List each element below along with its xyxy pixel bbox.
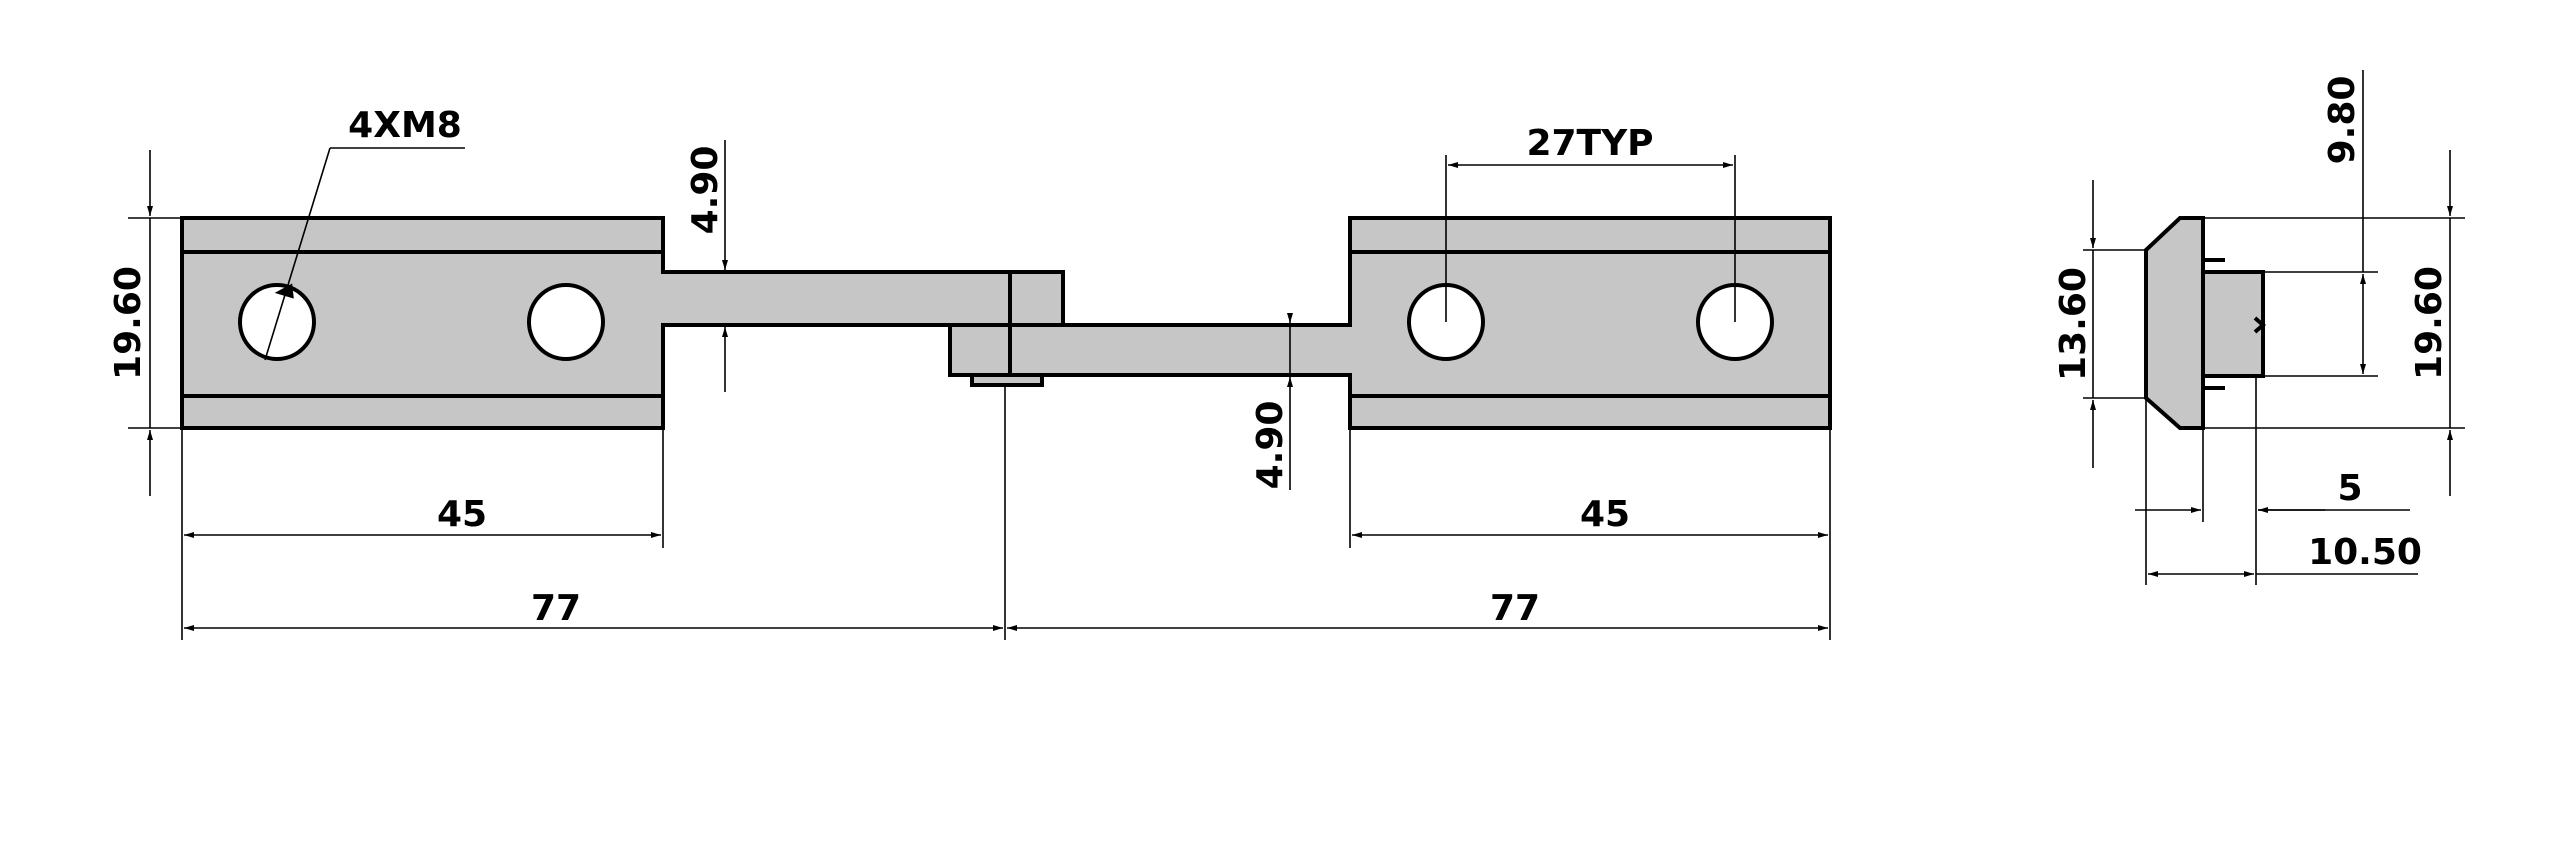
dim-right-hole-span: 45 — [1349, 428, 1831, 640]
fastener — [970, 373, 1044, 387]
dim-side-depth: 10.50 — [2145, 398, 2422, 585]
dim-hole-pitch: 27TYP — [1445, 123, 1736, 322]
dim-side-step-label: 5 — [2337, 468, 2362, 509]
right-bar — [948, 216, 1832, 430]
dim-side-inner-height: 13.60 — [2053, 180, 2146, 468]
callout-thread: 4XM8 — [264, 105, 465, 361]
dim-left-hole-span-label: 45 — [437, 494, 487, 535]
dim-left-height: 19.60 — [108, 150, 182, 496]
dim-side-inner-height-label: 13.60 — [2053, 267, 2094, 381]
left-bar-hole-2 — [527, 283, 605, 361]
dim-right-tab: 4.90 — [1250, 313, 1350, 490]
dim-right-total: 77 — [1007, 588, 1828, 631]
dim-left-tab: 4.90 — [663, 140, 740, 392]
dim-right-total-label: 77 — [1490, 588, 1540, 629]
dim-left-hole-span: 45 — [181, 428, 664, 640]
dim-right-hole-span-label: 45 — [1580, 494, 1630, 535]
dim-side-height: 19.60 — [2203, 150, 2465, 496]
dim-side-top-offset-label: 9.80 — [2322, 76, 2363, 165]
callout-thread-label: 4XM8 — [348, 105, 462, 146]
side-profile — [2144, 216, 2267, 430]
dim-side-top-offset: 9.80 — [2263, 70, 2378, 377]
dim-side-height-label: 19.60 — [2409, 266, 2450, 380]
dim-left-total: 77 — [184, 385, 1006, 640]
dim-right-tab-label: 4.90 — [1250, 401, 1291, 490]
dim-hole-pitch-label: 27TYP — [1526, 123, 1653, 164]
dim-left-tab-label: 4.90 — [685, 146, 726, 235]
dim-left-height-label: 19.60 — [108, 266, 149, 380]
dim-left-total-label: 77 — [531, 588, 581, 629]
dim-side-depth-label: 10.50 — [2308, 532, 2422, 573]
dim-side-step: 5 — [2135, 376, 2410, 522]
left-bar — [180, 216, 1065, 430]
